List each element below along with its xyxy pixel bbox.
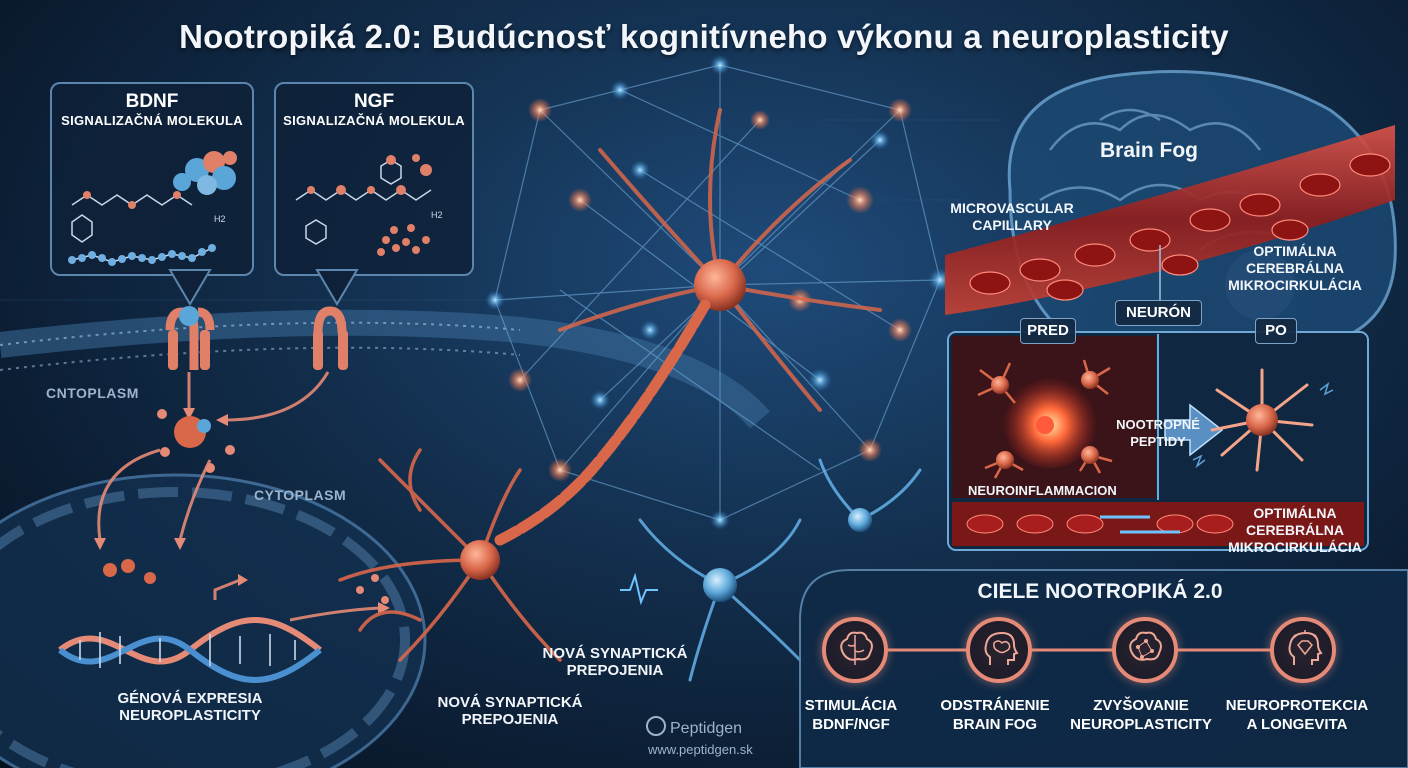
- synapse-neuron: [338, 448, 562, 662]
- brand-url: www.peptidgen.sk: [648, 742, 753, 757]
- goal-2-line1: ODSTRÁNENIE: [940, 697, 1050, 714]
- neural-network: [485, 55, 952, 546]
- goal-4-line2: A LONGEVITA: [1246, 716, 1348, 733]
- brain-icon: [840, 631, 873, 665]
- goal-circle-4: [1270, 617, 1336, 683]
- optimal-top-line1: OPTIMÁLNA: [1253, 243, 1337, 259]
- goals-panel-bg: [799, 569, 1408, 768]
- goal-4-line1: NEUROPROTEKCIA: [1225, 697, 1369, 714]
- dna-helix: [58, 617, 322, 683]
- brand-logo: Peptidgen: [646, 716, 742, 738]
- bdnf-receptor: [165, 306, 215, 370]
- cytoplasm-label: CYTOPLASM: [254, 487, 347, 503]
- nootropic-peptides-label: NOOTROPNÉ PEPTIDY: [1108, 416, 1208, 450]
- goal-circle-2: [966, 617, 1032, 683]
- peptidgen-logo-icon: [646, 716, 666, 736]
- goal-4-label: NEUROPROTEKCIA A LONGEVITA: [1222, 696, 1372, 734]
- bdnf-callout-pointer: [168, 269, 212, 306]
- goal-3-line2: NEUROPLASTICITY: [1070, 716, 1212, 733]
- nootropic-line2: PEPTIDY: [1130, 434, 1186, 449]
- microvascular-line1: MICROVASCULAR: [950, 200, 1074, 216]
- gene-expression-label: GÉNOVÁ EXPRESIA NEUROPLASTICITY: [100, 690, 280, 724]
- bdnf-molecule-structure: H2: [68, 151, 237, 266]
- bdnf-panel: BDNF SIGNALIZAČNÁ MOLEKULA H2: [50, 82, 254, 276]
- bdnf-formula-tag: H2: [214, 214, 226, 224]
- blue-neuron: [620, 458, 922, 682]
- gene-expression-line2: NEUROPLASTICITY: [119, 707, 261, 724]
- head-diamond-icon: [1288, 630, 1323, 665]
- microvascular-line2: CAPILLARY: [972, 217, 1052, 233]
- goal-2-label: ODSTRÁNENIE BRAIN FOG: [920, 696, 1070, 734]
- ngf-receptor: [313, 306, 348, 370]
- optimal-top-line2: CEREBRÁLNA: [1246, 260, 1344, 276]
- synaptic-right-line2: PREPOJENIA: [566, 662, 664, 679]
- goal-circle-1: [822, 617, 888, 683]
- synaptic-label-left: NOVÁ SYNAPTICKÁ PREPOJENIA: [425, 694, 595, 728]
- ngf-title: NGF: [353, 91, 395, 112]
- gene-expression-line1: GÉNOVÁ EXPRESIA: [117, 690, 263, 707]
- optimal-top-line3: MIKROCIRKULÁCIA: [1228, 277, 1362, 293]
- goal-1-line2: BDNF/NGF: [812, 716, 890, 733]
- bdnf-subtitle: SIGNALIZAČNÁ MOLEKULA: [61, 113, 243, 128]
- pred-tag: PRED: [1020, 318, 1076, 344]
- brain-fog-label: Brain Fog: [1100, 139, 1198, 162]
- ngf-panel: NGF SIGNALIZAČNÁ MOLEKULA H2: [274, 82, 474, 276]
- synaptic-left-line1: NOVÁ SYNAPTICKÁ: [437, 694, 583, 711]
- bdnf-title: BDNF: [125, 91, 179, 112]
- po-tag: PO: [1255, 318, 1297, 344]
- synaptic-right-line1: NOVÁ SYNAPTICKÁ: [542, 645, 688, 662]
- ngf-subtitle: SIGNALIZAČNÁ MOLEKULA: [283, 113, 465, 128]
- goal-3-label: ZVYŠOVANIE NEUROPLASTICITY: [1066, 696, 1216, 734]
- optimal-bottom-line3: MIKROCIRKULÁCIA: [1228, 539, 1362, 555]
- goal-circle-3: [1112, 617, 1178, 683]
- head-brain-icon: [984, 631, 1019, 665]
- cntoplasm-label: CNTOPLASM: [46, 385, 139, 401]
- optimal-microcirculation-bottom: OPTIMÁLNA CEREBRÁLNA MIKROCIRKULÁCIA: [1225, 505, 1365, 556]
- optimal-bottom-line2: CEREBRÁLNA: [1246, 522, 1344, 538]
- ngf-formula-tag: H2: [431, 210, 443, 220]
- signaling-kinase-cluster: [103, 409, 235, 584]
- brain-network-icon: [1129, 631, 1162, 661]
- optimal-microcirculation-top: OPTIMÁLNA CEREBRÁLNA MIKROCIRKULÁCIA: [1225, 243, 1365, 294]
- page-title: Nootropiká 2.0: Budúcnosť kognitívneho v…: [179, 18, 1229, 55]
- ngf-callout-pointer: [315, 269, 359, 306]
- axon: [494, 299, 711, 546]
- goals-title: CIELE NOOTROPIKÁ 2.0: [977, 580, 1223, 603]
- neuroinflammation-label: NEUROINFLAMMACION: [968, 483, 1117, 498]
- goal-1-label: STIMULÁCIA BDNF/NGF: [776, 696, 926, 734]
- goal-2-line2: BRAIN FOG: [952, 716, 1038, 733]
- before-after-panel: [947, 331, 1369, 551]
- synaptic-left-line2: PREPOJENIA: [461, 711, 559, 728]
- goal-3-line1: ZVYŠOVANIE: [1093, 697, 1189, 714]
- microvascular-label: MICROVASCULAR CAPILLARY: [942, 200, 1082, 234]
- goal-1-line1: STIMULÁCIA: [804, 697, 898, 714]
- synaptic-label-right: NOVÁ SYNAPTICKÁ PREPOJENIA: [530, 645, 700, 679]
- brand-name: Peptidgen: [670, 720, 743, 737]
- capillary-vessel: [945, 125, 1395, 315]
- ngf-molecule-structure: H2: [295, 154, 443, 256]
- nootropic-line1: NOOTROPNÉ: [1116, 417, 1200, 432]
- optimal-bottom-line1: OPTIMÁLNA: [1253, 505, 1337, 521]
- neuron-tag: NEURÓN: [1115, 300, 1202, 326]
